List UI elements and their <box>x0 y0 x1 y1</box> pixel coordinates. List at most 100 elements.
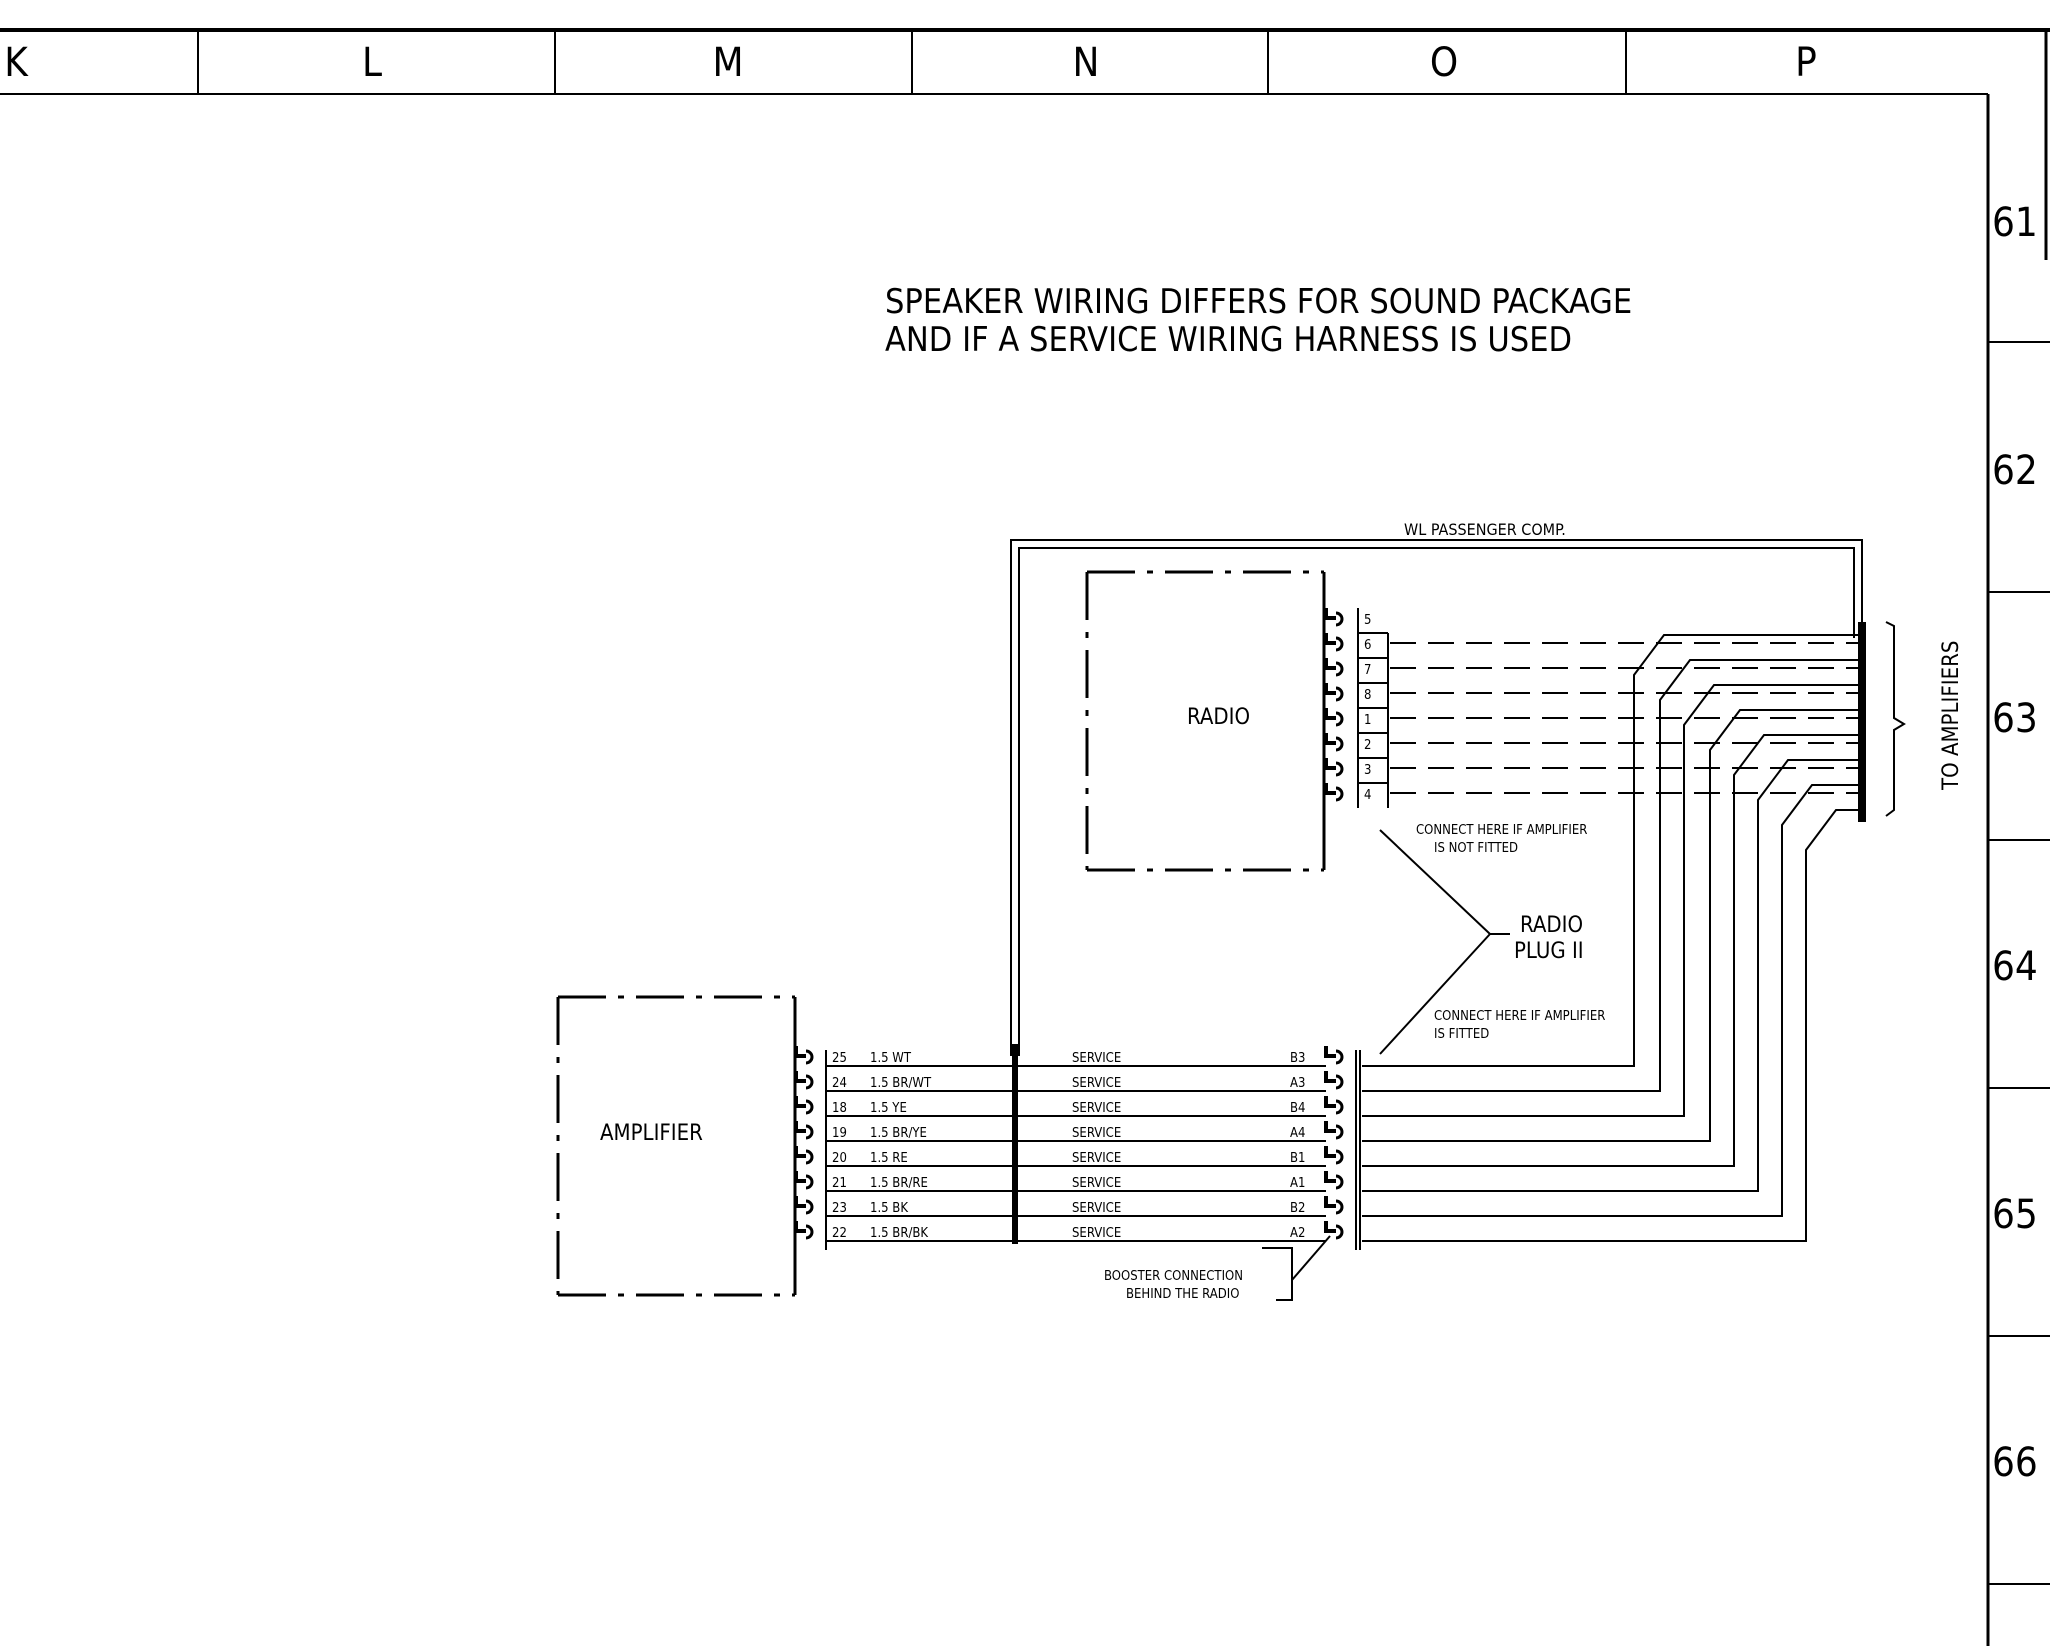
note-heading-line-1: SPEAKER WIRING DIFFERS FOR SOUND PACKAGE <box>885 282 1632 322</box>
plug-pin-socket-A4 <box>1324 1121 1344 1140</box>
plug-pin-socket-A2 <box>1324 1221 1344 1240</box>
plug-pin-label: B1 <box>1290 1151 1305 1166</box>
zone-column-p: P <box>1795 40 1817 86</box>
radio-plug-label-line-2: PLUG II <box>1514 939 1584 964</box>
plug-pin-socket-B4 <box>1324 1096 1344 1115</box>
note-fitted-line-1: CONNECT HERE IF AMPLIFIER <box>1434 1009 1605 1024</box>
radio-pin-socket-3 <box>1324 758 1344 777</box>
plug-pin-label: A4 <box>1290 1126 1305 1141</box>
amplifier-box <box>556 995 797 1297</box>
note-fitted-line-2: IS FITTED <box>1434 1027 1489 1042</box>
wl-passenger-label: WL PASSENGER COMP. <box>1404 520 1566 539</box>
radio-plug-connector: 5 6 7 8 1 2 3 4 <box>1324 608 1389 808</box>
zone-row-65: 65 <box>1992 1192 2038 1238</box>
radio-pin-socket-6 <box>1324 633 1344 652</box>
zone-row-63: 63 <box>1992 696 2038 742</box>
wl-passenger-loop <box>1010 539 1863 1056</box>
wire-spec: 1.5 RE <box>870 1151 908 1166</box>
note-not-fitted-line-1: CONNECT HERE IF AMPLIFIER <box>1416 823 1587 838</box>
wire-circuit: SERVICE <box>1072 1226 1121 1241</box>
amp-pin-socket-21 <box>794 1171 814 1190</box>
zone-column-m: M <box>712 40 743 86</box>
plug-pin-label: A3 <box>1290 1076 1305 1091</box>
amp-pin-number: 22 <box>832 1226 847 1241</box>
amp-pin-socket-24 <box>794 1071 814 1090</box>
to-amplifiers-label: TO AMPLIFIERS <box>1939 641 1964 791</box>
amp-pin-number: 18 <box>832 1101 847 1116</box>
radio-pin-socket-8 <box>1324 683 1344 702</box>
radio-pin-socket-5 <box>1324 608 1344 627</box>
booster-note-line-2: BEHIND THE RADIO <box>1126 1287 1239 1302</box>
radio-pin-4: 4 <box>1364 788 1371 803</box>
amp-pin-number: 24 <box>832 1076 847 1091</box>
amp-pin-socket-22 <box>794 1221 814 1240</box>
wire-spec: 1.5 BR/RE <box>870 1176 928 1191</box>
zone-column-o: O <box>1430 40 1458 86</box>
wire-circuit: SERVICE <box>1072 1101 1121 1116</box>
zone-column-l: L <box>362 40 382 86</box>
wire-spec: 1.5 YE <box>870 1101 907 1116</box>
plug-pin-socket-A3 <box>1324 1071 1344 1090</box>
booster-note-line-1: BOOSTER CONNECTION <box>1104 1269 1243 1284</box>
drawing-frame <box>0 28 2050 1646</box>
radio-pin-socket-2 <box>1324 733 1344 752</box>
radio-pin-socket-1 <box>1324 708 1344 727</box>
radio-pin-8: 8 <box>1364 688 1371 703</box>
amp-pin-number: 23 <box>832 1201 847 1216</box>
radio-pin-7: 7 <box>1364 663 1371 678</box>
radio-pin-5: 5 <box>1364 613 1371 628</box>
plug-pin-label: A2 <box>1290 1226 1305 1241</box>
plug-pin-socket-B1 <box>1324 1146 1344 1165</box>
radio-pin-3: 3 <box>1364 763 1371 778</box>
radio-plug-label-line-1: RADIO <box>1520 913 1583 938</box>
zone-row-61: 61 <box>1992 200 2038 246</box>
plug-pin-label: B2 <box>1290 1201 1305 1216</box>
to-amplifiers-brace <box>1885 621 1906 817</box>
zone-row-62: 62 <box>1992 448 2038 494</box>
radio-label: RADIO <box>1187 705 1250 730</box>
wire-circuit: SERVICE <box>1072 1051 1121 1066</box>
route-line <box>1362 759 1860 1192</box>
wire-spec: 1.5 WT <box>870 1051 912 1066</box>
plug-pin-label: A1 <box>1290 1176 1305 1191</box>
wire-circuit: SERVICE <box>1072 1151 1121 1166</box>
plug-pin-socket-B2 <box>1324 1196 1344 1215</box>
wire-spec: 1.5 BR/BK <box>870 1226 928 1241</box>
plug-pin-label: B4 <box>1290 1101 1305 1116</box>
plug-pin-socket-A1 <box>1324 1171 1344 1190</box>
wire-circuit: SERVICE <box>1072 1076 1121 1091</box>
amp-pin-socket-23 <box>794 1196 814 1215</box>
wire-spec: 1.5 BR/YE <box>870 1126 927 1141</box>
radio-pin-1: 1 <box>1364 713 1371 728</box>
wire-circuit: SERVICE <box>1072 1201 1121 1216</box>
radio-pin-2: 2 <box>1364 738 1371 753</box>
amp-pin-number: 20 <box>832 1151 847 1166</box>
zone-column-k: K <box>4 40 29 86</box>
wire-circuit: SERVICE <box>1072 1126 1121 1141</box>
route-line <box>1362 734 1860 1167</box>
route-line <box>1362 659 1860 1092</box>
zone-row-66: 66 <box>1992 1440 2038 1486</box>
amp-pin-socket-25 <box>794 1046 814 1065</box>
note-heading-line-2: AND IF A SERVICE WIRING HARNESS IS USED <box>885 320 1572 360</box>
wire-spec: 1.5 BR/WT <box>870 1076 932 1091</box>
route-line <box>1362 809 1860 1242</box>
zone-row-64: 64 <box>1992 944 2038 990</box>
radio-box <box>1085 570 1326 872</box>
radio-output-lines <box>1390 642 1860 794</box>
note-not-fitted-line-2: IS NOT FITTED <box>1434 841 1518 856</box>
route-line <box>1362 634 1860 1067</box>
radio-plug-callout <box>1379 829 1510 1055</box>
radio-pin-socket-7 <box>1324 658 1344 677</box>
amp-pin-socket-18 <box>794 1096 814 1115</box>
amp-pin-number: 19 <box>832 1126 847 1141</box>
radio-pin-6: 6 <box>1364 638 1371 653</box>
route-line <box>1362 684 1860 1117</box>
amp-pin-number: 25 <box>832 1051 847 1066</box>
plug-pin-socket-B3 <box>1324 1046 1344 1065</box>
amp-pin-number: 21 <box>832 1176 847 1191</box>
amplifier-label: AMPLIFIER <box>600 1121 703 1146</box>
wire-circuit: SERVICE <box>1072 1176 1121 1191</box>
